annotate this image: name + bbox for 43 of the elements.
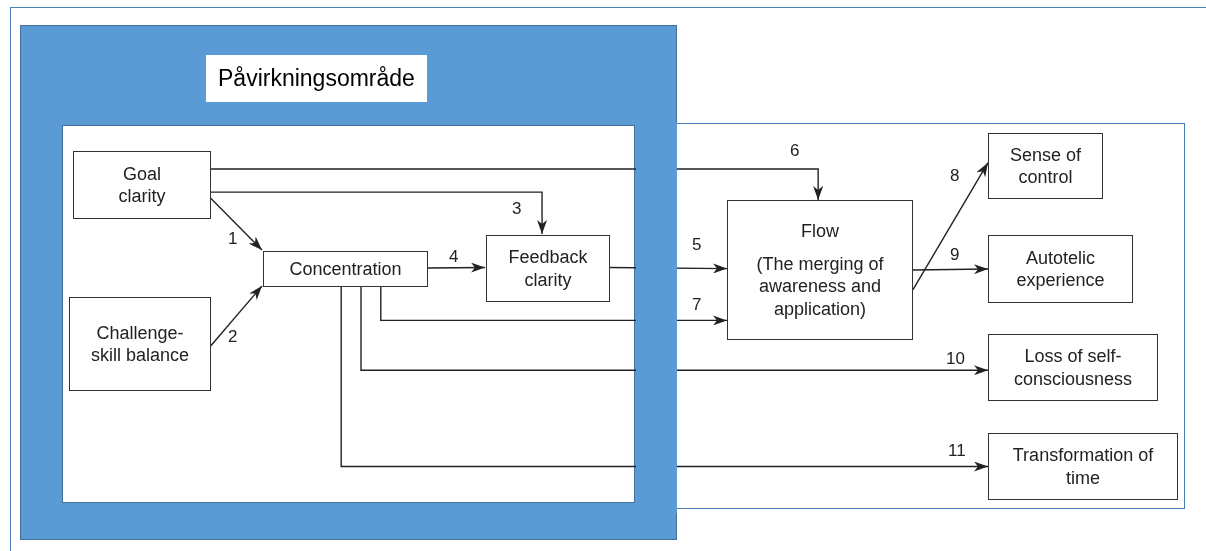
arrow bbox=[209, 285, 263, 348]
edge-label: 10 bbox=[946, 350, 965, 367]
process-box bbox=[988, 133, 1103, 199]
box-text: Flow bbox=[801, 220, 839, 243]
box-text: Challenge-skill balance bbox=[90, 321, 190, 367]
arrow bbox=[426, 262, 486, 273]
process-box bbox=[69, 297, 211, 391]
box-text: Autotelic experience bbox=[1015, 246, 1106, 292]
edge-label: 3 bbox=[512, 200, 522, 217]
box-text: Transformation of time bbox=[1011, 444, 1155, 489]
edge-label: 8 bbox=[950, 167, 960, 184]
edge-label: 5 bbox=[692, 236, 702, 253]
process-box bbox=[486, 235, 610, 302]
panel-title: Påvirkningsområde bbox=[206, 55, 427, 102]
arrow bbox=[380, 285, 728, 326]
process-box bbox=[73, 151, 211, 219]
box-text: (The merging of awareness and application) bbox=[755, 252, 885, 320]
arrow bbox=[360, 285, 989, 376]
edge-label: 9 bbox=[950, 246, 960, 263]
edge-label: 2 bbox=[228, 328, 238, 345]
arrow bbox=[209, 196, 263, 251]
process-box bbox=[988, 334, 1158, 401]
process-box bbox=[727, 200, 913, 340]
arrow bbox=[912, 162, 989, 291]
process-box bbox=[988, 433, 1178, 500]
edge-label: 11 bbox=[948, 442, 966, 459]
box-text: Sense of control bbox=[1008, 143, 1083, 189]
arrow bbox=[340, 285, 989, 472]
box-text: Goal clarity bbox=[117, 162, 167, 208]
arrow bbox=[608, 263, 728, 274]
process-box bbox=[988, 235, 1133, 303]
edge-label: 4 bbox=[449, 248, 459, 265]
box-text: Concentration bbox=[289, 257, 402, 281]
edge-label: 7 bbox=[692, 296, 702, 313]
edge-label: 1 bbox=[228, 230, 238, 247]
box-text: Feedback clarity bbox=[507, 246, 589, 291]
arrow bbox=[912, 264, 989, 275]
box-text: Loss of self-consciousness bbox=[1012, 345, 1134, 390]
arrow bbox=[209, 168, 824, 201]
process-box bbox=[263, 251, 428, 287]
edge-label: 6 bbox=[790, 142, 800, 159]
influence-area-panel bbox=[20, 25, 677, 540]
arrow bbox=[209, 191, 548, 235]
